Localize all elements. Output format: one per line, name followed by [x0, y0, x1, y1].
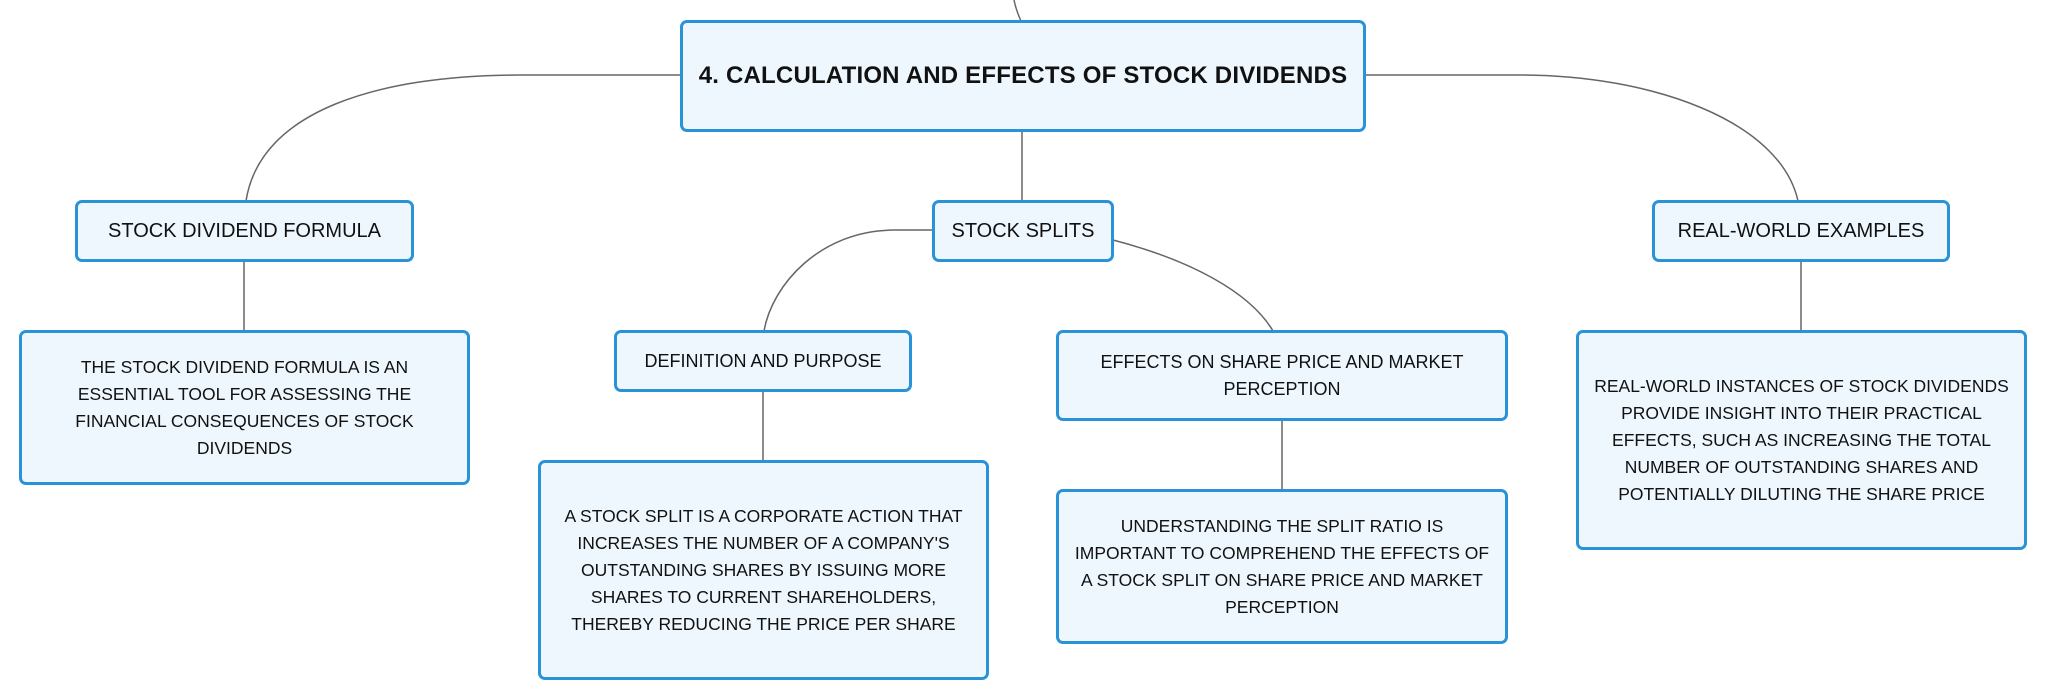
examples-detail[interactable]: REAL-WORLD INSTANCES OF STOCK DIVIDENDS …: [1576, 330, 2027, 550]
connector-root-to-examples: [1365, 74, 1799, 202]
examples-detail-text: REAL-WORLD INSTANCES OF STOCK DIVIDENDS …: [1594, 375, 2009, 504]
root-topic-label: 4. CALCULATION AND EFFECTS OF STOCK DIVI…: [698, 62, 1348, 89]
connector-root-to-formula: [245, 74, 681, 202]
subtopic-definition-and-purpose-label: DEFINITION AND PURPOSE: [644, 350, 882, 371]
effects-detail[interactable]: UNDERSTANDING THE SPLIT RATIO IS IMPORTA…: [1056, 489, 1508, 644]
connector-splits-to-effects: [1112, 239, 1274, 332]
topic-real-world-examples[interactable]: REAL-WORLD EXAMPLES: [1652, 200, 1950, 262]
definition-detail-text: A STOCK SPLIT IS A CORPORATE ACTION THAT…: [564, 505, 963, 634]
connector-splits-to-definition: [763, 229, 933, 332]
effects-detail-text: UNDERSTANDING THE SPLIT RATIO IS IMPORTA…: [1074, 515, 1490, 617]
formula-detail[interactable]: THE STOCK DIVIDEND FORMULA IS AN ESSENTI…: [19, 330, 470, 485]
topic-stock-splits[interactable]: STOCK SPLITS: [932, 200, 1114, 262]
topic-real-world-examples-label: REAL-WORLD EXAMPLES: [1677, 219, 1925, 242]
subtopic-definition-and-purpose[interactable]: DEFINITION AND PURPOSE: [614, 330, 912, 392]
root-topic[interactable]: 4. CALCULATION AND EFFECTS OF STOCK DIVI…: [680, 20, 1366, 132]
topic-stock-dividend-formula-label: STOCK DIVIDEND FORMULA: [108, 219, 381, 242]
subtopic-effects-on-share-price[interactable]: EFFECTS ON SHARE PRICE AND MARKET PERCEP…: [1056, 330, 1508, 421]
connector-parent-to-root: [1013, 0, 1022, 22]
definition-detail[interactable]: A STOCK SPLIT IS A CORPORATE ACTION THAT…: [538, 460, 989, 680]
topic-stock-dividend-formula[interactable]: STOCK DIVIDEND FORMULA: [75, 200, 414, 262]
topic-stock-splits-label: STOCK SPLITS: [951, 219, 1095, 242]
formula-detail-text: THE STOCK DIVIDEND FORMULA IS AN ESSENTI…: [75, 356, 414, 458]
subtopic-effects-on-share-price-label: EFFECTS ON SHARE PRICE AND MARKET PERCEP…: [1100, 351, 1464, 399]
